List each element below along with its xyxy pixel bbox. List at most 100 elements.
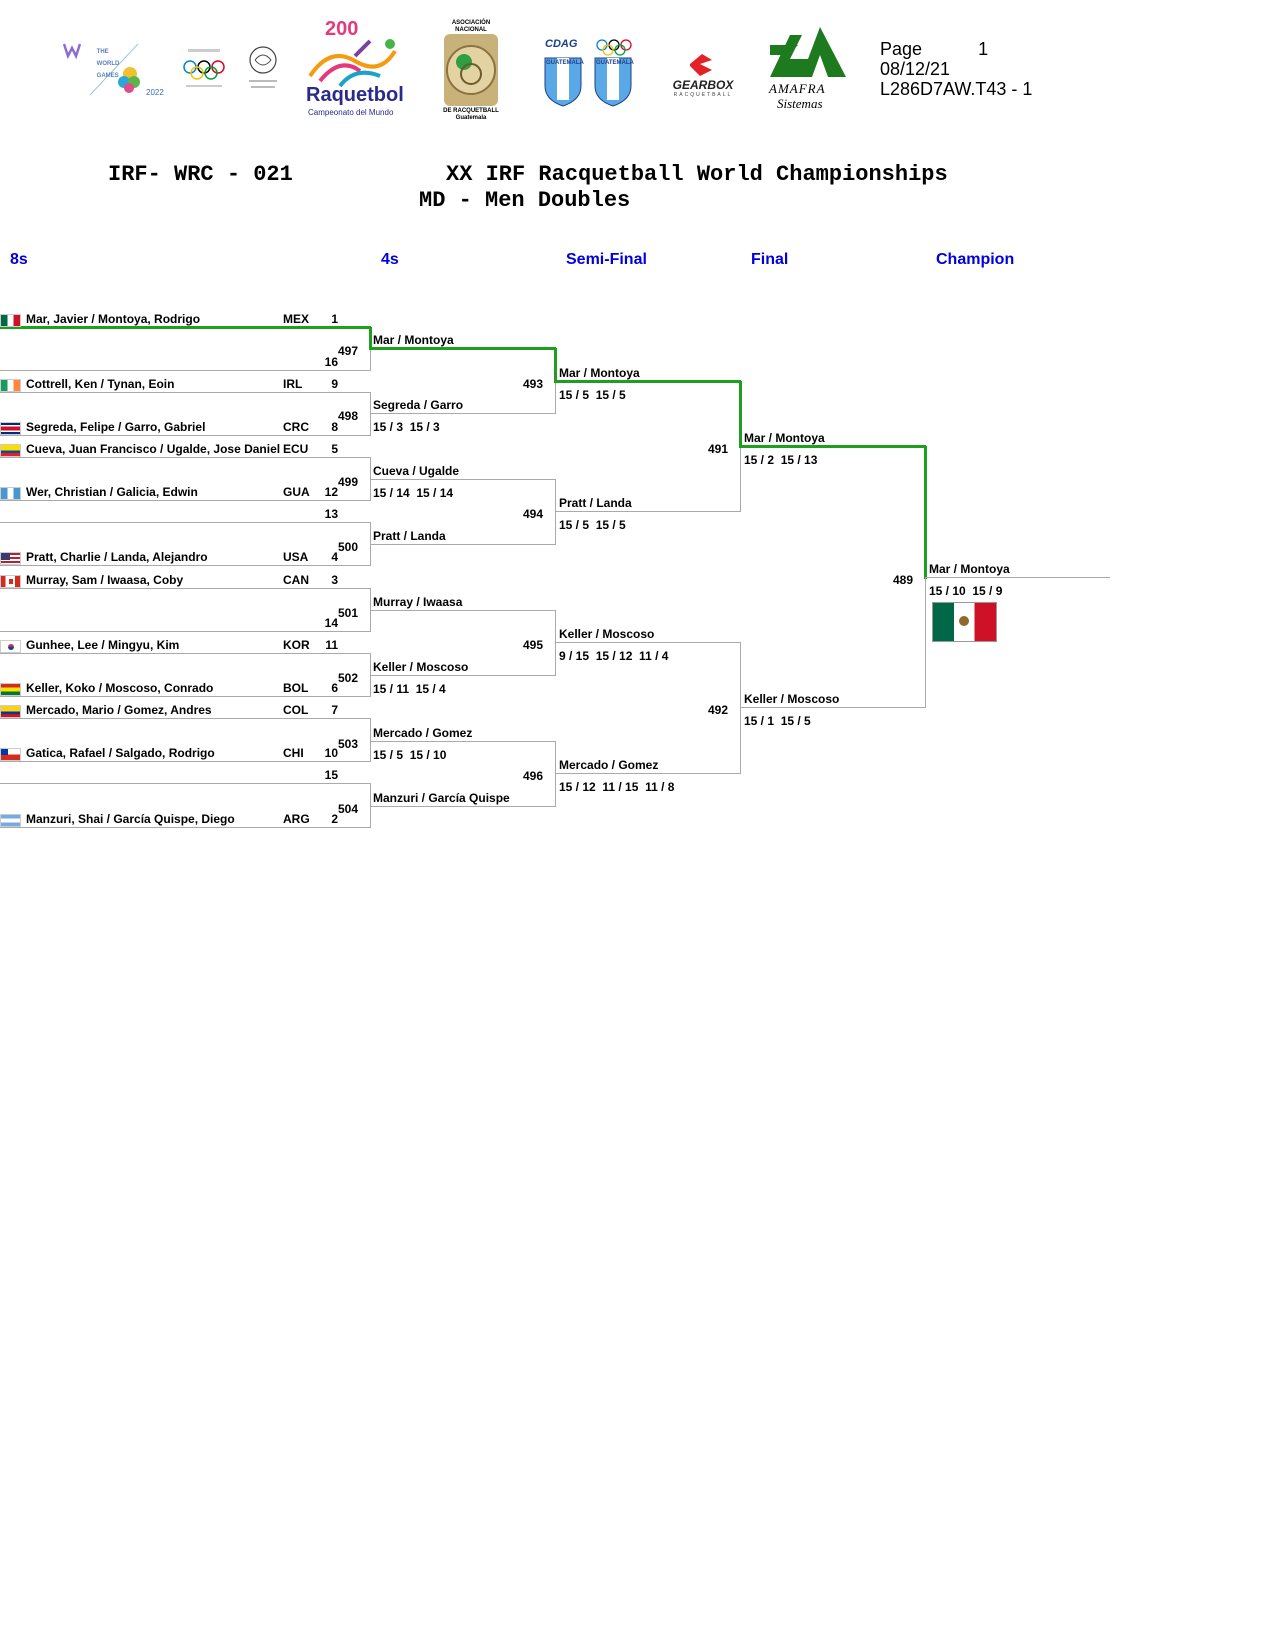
sf-score: 15 / 5 15 / 5 [559, 388, 626, 402]
sf-winner-names: Mercado / Gomez [559, 758, 659, 772]
seed-number: 10 [324, 746, 338, 760]
costa-rica-flag-icon [0, 422, 21, 435]
player-names: Mar, Javier / Montoya, Rodrigo [26, 312, 201, 326]
champion-score: 15 / 10 15 / 9 [929, 584, 1003, 598]
r8-winner-line [370, 544, 555, 545]
mexico-emblem-icon [959, 616, 969, 626]
champion-names: Mar / Montoya [929, 562, 1010, 576]
r8-winner-names: Mercado / Gomez [373, 726, 473, 740]
world-games-logo: THE WORLD GAMES 2022 [60, 40, 170, 105]
sf-winner-line [555, 380, 741, 383]
raquetbol-figure-icon [308, 39, 397, 88]
round-label-final: Final [751, 251, 789, 268]
asociacion-logo: ASOCIACIÓN NACIONAL DE RACQUETBALL Guate… [440, 20, 502, 126]
page-label: Page [880, 39, 923, 59]
player-names: Gatica, Rafael / Salgado, Rodrigo [26, 746, 215, 760]
match-number: 489 [892, 573, 913, 587]
seed-number: 13 [324, 507, 338, 521]
gearbox-sub: RACQUETBALL [673, 92, 733, 98]
country-code: GUA [283, 485, 310, 499]
player-names: Gunhee, Lee / Mingyu, Kim [26, 638, 180, 652]
entry-line [0, 457, 370, 458]
asoc-top-text: ASOCIACIÓN [451, 20, 491, 26]
crest-icon [249, 46, 277, 88]
bracket-connector [555, 610, 556, 676]
ecuador-flag-icon [0, 444, 21, 457]
round-label-4s: 4s [381, 251, 399, 268]
r8-winner-line [370, 347, 556, 350]
wg-text3: GAMES [96, 73, 119, 79]
seed-number: 7 [331, 703, 338, 717]
bracket-connector [555, 479, 556, 545]
winner-connector [924, 446, 927, 579]
sf-winner-line [555, 642, 740, 643]
bracket-connector [370, 783, 371, 828]
seed-number: 8 [331, 420, 338, 434]
bracket-connector [555, 741, 556, 807]
gearbox-text: GEARBOX [672, 78, 734, 92]
seed-number: 6 [331, 681, 338, 695]
r8-score: 15 / 3 15 / 3 [373, 420, 440, 434]
amafra-line1: AMAFRA [769, 81, 826, 96]
winner-connector [554, 348, 557, 383]
match-number: 503 [337, 737, 358, 751]
seed-number: 12 [324, 485, 338, 499]
player-names: Cueva, Juan Francisco / Ugalde, Jose Dan… [26, 442, 281, 456]
country-code: CRC [283, 420, 309, 434]
winner-connector [369, 327, 372, 350]
entry-line [0, 500, 370, 501]
player-names: Mercado, Mario / Gomez, Andres [26, 703, 212, 717]
r8-winner-line [370, 479, 555, 480]
player-names: Wer, Christian / Galicia, Edwin [26, 485, 198, 499]
argentina-flag-icon [0, 814, 21, 827]
r8-winner-line [370, 610, 555, 611]
country-code: IRL [283, 377, 303, 391]
entry-line [0, 827, 370, 828]
r8-winner-names: Pratt / Landa [373, 529, 446, 543]
final-winner-names: Mar / Montoya [744, 431, 825, 445]
seed-number: 1 [331, 312, 338, 326]
entry-line [0, 392, 370, 393]
match-number: 495 [522, 638, 543, 652]
r8-winner-names: Segreda / Garro [373, 398, 464, 412]
entry-line [0, 588, 370, 589]
round-label-champion: Champion [936, 251, 1015, 268]
match-number: 494 [522, 507, 543, 521]
korea-flag-icon [0, 640, 21, 653]
match-number: 502 [337, 671, 358, 685]
r8-winner-line [370, 675, 555, 676]
seed-number: 4 [331, 550, 338, 564]
sf-score: 15 / 12 11 / 15 11 / 8 [559, 780, 675, 794]
world-games-text: THE WORLD GAMES [90, 43, 120, 85]
cdag-shield2-text: GUATEMALA [596, 60, 634, 66]
round-label-semifinal: Semi-Final [566, 251, 647, 268]
guatemala-flag-icon [0, 487, 21, 500]
r8-winner-line [370, 741, 555, 742]
asociacion-top: ASOCIACIÓN NACIONAL [440, 20, 502, 34]
bracket-connector [555, 381, 556, 414]
raquetbol-200-logo: 200 Raquetbol Campeonato del Mundo [300, 18, 405, 123]
country-code: ARG [283, 812, 310, 826]
match-number: 491 [707, 442, 728, 456]
seed-number: 3 [331, 573, 338, 587]
entry-line [0, 326, 371, 329]
champion-mexico-flag-icon [932, 602, 997, 642]
bracket-connector [925, 577, 926, 708]
match-number: 492 [707, 703, 728, 717]
player-names: Cottrell, Ken / Tynan, Eoin [26, 377, 175, 391]
match-number: 501 [337, 606, 358, 620]
final-winner-line [740, 707, 925, 708]
page-number: 1 [978, 39, 989, 59]
winner-connector [739, 381, 742, 448]
crest-logo [243, 42, 283, 97]
player-names: Segreda, Felipe / Garro, Gabriel [26, 420, 206, 434]
sf-winner-line [555, 773, 740, 774]
asociacion-bottom: DE RACQUETBALL Guatemala [440, 108, 502, 122]
match-number: 500 [337, 540, 358, 554]
raquetbol-number: 200 [325, 18, 359, 40]
event-code: IRF- WRC - 021 [108, 162, 293, 187]
raquetbol-name: Raquetbol [306, 84, 404, 106]
sf-winner-names: Keller / Moscoso [559, 627, 655, 641]
entry-line [0, 653, 370, 654]
r8-score: 15 / 11 15 / 4 [373, 682, 446, 696]
